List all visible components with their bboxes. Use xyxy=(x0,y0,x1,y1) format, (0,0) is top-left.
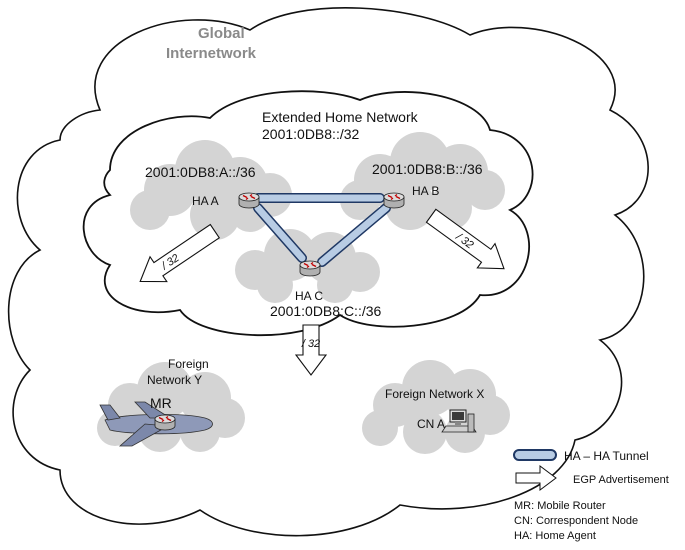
home-network-title: Extended Home Network xyxy=(262,109,419,125)
egp-arrow-a: / 32 xyxy=(139,223,221,283)
home-network-prefix: 2001:0DB8::/32 xyxy=(262,126,360,142)
site-c-label: HA C xyxy=(295,289,323,303)
mobile-router-label: MR xyxy=(150,395,172,411)
legend-tunnel-label: HA – HA Tunnel xyxy=(564,449,649,463)
correspondent-node-label: CN A xyxy=(417,417,445,431)
site-b-prefix: 2001:0DB8:B::/36 xyxy=(372,161,483,177)
ha-tunnels xyxy=(253,193,391,267)
router-icon xyxy=(299,260,321,277)
global-title-line2: Internetwork xyxy=(166,45,257,62)
legend-egp-label: EGP Advertisement xyxy=(573,474,669,486)
legend-cn: CN: Correspondent Node xyxy=(514,515,638,527)
foreign-y-line2: Network Y xyxy=(147,373,202,387)
legend-tunnel-swatch xyxy=(513,449,557,461)
router-icon xyxy=(238,192,260,209)
router-icon xyxy=(154,414,176,431)
foreign-y-line1: Foreign xyxy=(168,357,209,371)
global-title-line1: Global xyxy=(198,25,245,42)
site-a-label: HA A xyxy=(192,194,219,208)
egp-arrow-c: / 32 xyxy=(294,324,328,376)
foreign-network-x-puff xyxy=(362,360,510,454)
legend-mr: MR: Mobile Router xyxy=(514,500,606,512)
router-icon xyxy=(383,192,405,209)
foreign-x-title: Foreign Network X xyxy=(385,387,484,401)
egp-arrow-c-label: / 32 xyxy=(301,338,320,350)
site-a-prefix: 2001:0DB8:A::/36 xyxy=(145,164,256,180)
legend-egp-swatch xyxy=(515,465,557,491)
computer-icon xyxy=(441,409,477,433)
site-b-label: HA B xyxy=(412,184,439,198)
legend-ha: HA: Home Agent xyxy=(514,530,596,542)
legend: HA – HA Tunnel EGP Advertisement MR: Mob… xyxy=(513,449,669,542)
site-c-prefix: 2001:0DB8:C::/36 xyxy=(270,303,382,319)
